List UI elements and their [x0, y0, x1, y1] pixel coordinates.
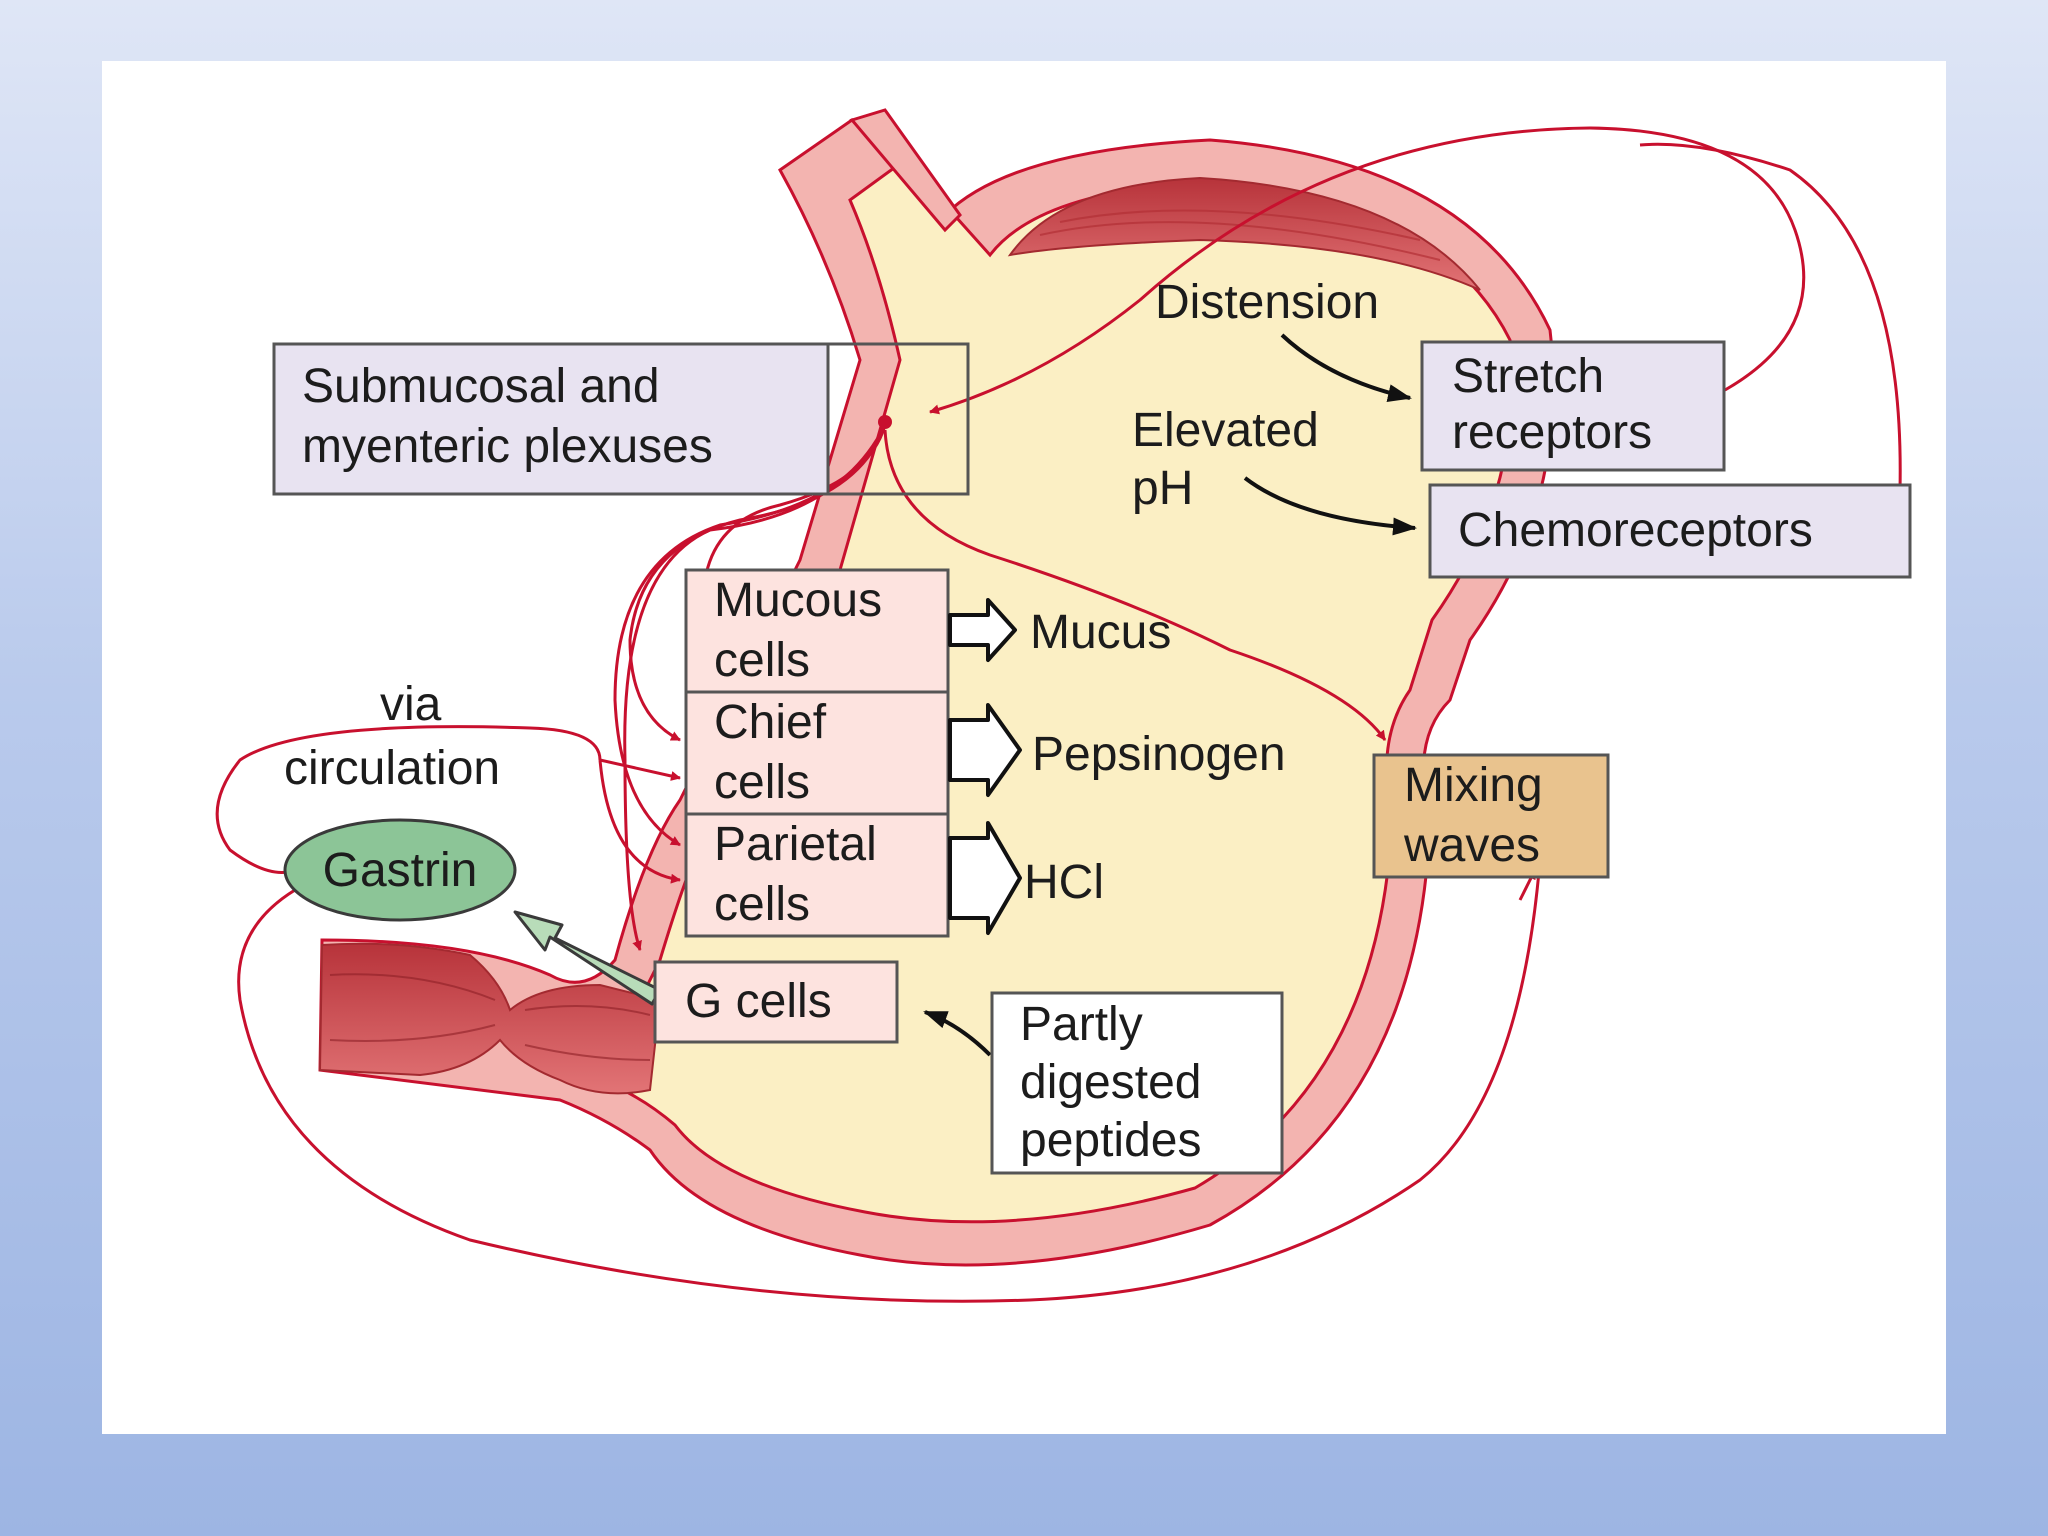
parietal-cells-line1: Parietal — [714, 818, 877, 871]
chief-cells-line1: Chief — [714, 696, 827, 749]
g-cells-label: G cells — [685, 975, 832, 1028]
peptides-arrow — [923, 1010, 992, 1057]
hcl-arrow — [948, 821, 1022, 935]
mucous-cells-line2: cells — [714, 634, 810, 687]
mucus-arrow — [948, 598, 1017, 662]
stretch-label-line1: Stretch — [1452, 350, 1604, 403]
circulation-label: circulation — [284, 742, 500, 795]
elevated-ph-arrow — [1243, 476, 1417, 536]
gastrin-label: Gastrin — [323, 844, 478, 897]
peptides-line2: digested — [1020, 1056, 1201, 1109]
g-cells-box: G cells — [653, 960, 899, 1044]
mixing-waves-line1: Mixing — [1404, 759, 1543, 812]
peptides-line1: Partly — [1020, 998, 1143, 1051]
peptides-line3: peptides — [1020, 1114, 1201, 1167]
stomach-secretion-diagram: Submucosal and myenteric plexuses Disten… — [215, 108, 1912, 1303]
chief-cells-line2: cells — [714, 756, 810, 809]
efferent-to-mixing — [883, 429, 1387, 741]
pyloric-sphincter — [318, 942, 662, 1095]
via-label: via — [380, 678, 442, 731]
mixing-waves-box: Mixing waves — [1372, 753, 1610, 879]
chemo-afferent-pathway — [1639, 142, 1902, 491]
gastrin-ellipse: Gastrin — [283, 818, 517, 922]
stretch-afferent-pathway — [929, 126, 1806, 415]
elevated-ph-line2: pH — [1132, 462, 1193, 515]
distension-arrow — [1280, 333, 1412, 402]
distension-label: Distension — [1155, 276, 1379, 329]
cell-column: Mucous cells Chief cells Parietal cells — [684, 568, 950, 938]
plexus-node — [878, 415, 892, 429]
plexus-label-line2: myenteric plexuses — [302, 420, 713, 473]
hcl-label: HCl — [1024, 856, 1104, 909]
chemoreceptors-box: Chemoreceptors — [1428, 483, 1912, 579]
pepsinogen-arrow — [948, 703, 1022, 797]
efferent-to-chief — [628, 424, 887, 742]
gastrin-release-arrow — [513, 910, 662, 1006]
plexus-label-line1: Submucosal and — [302, 360, 660, 413]
esophagus — [849, 108, 962, 233]
pepsinogen-label: Pepsinogen — [1032, 728, 1286, 781]
elevated-ph-line1: Elevated — [1132, 404, 1319, 457]
chemoreceptors-label: Chemoreceptors — [1458, 504, 1813, 557]
mucous-cells-line1: Mucous — [714, 574, 882, 627]
peptides-box: Partly digested peptides — [990, 991, 1284, 1175]
circulation-to-parietal — [598, 759, 681, 884]
efferent-to-g-cells — [623, 424, 887, 951]
slide-panel: Submucosal and myenteric plexuses Disten… — [102, 61, 1946, 1434]
mixing-waves-line2: waves — [1403, 819, 1540, 872]
parietal-cells-line2: cells — [714, 878, 810, 931]
fundus-muscle-band — [1007, 176, 1481, 291]
plexus-box: Submucosal and myenteric plexuses — [272, 342, 970, 496]
circulation-loop — [215, 725, 1542, 1303]
stretch-receptors-box: Stretch receptors — [1420, 340, 1726, 472]
mucus-label: Mucus — [1030, 606, 1171, 659]
circulation-to-chief — [599, 758, 681, 781]
stretch-label-line2: receptors — [1452, 406, 1652, 459]
